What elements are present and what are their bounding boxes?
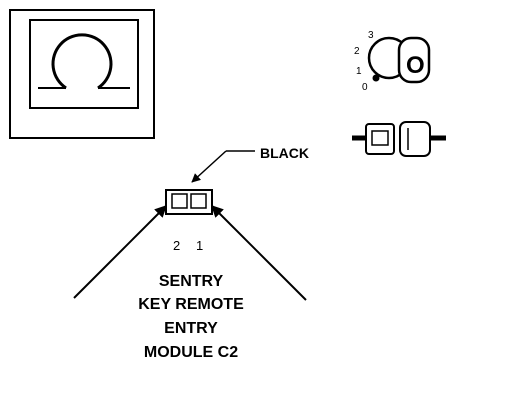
key-glyph: O [406, 52, 425, 79]
ignition-key-icon: 3 2 1 0 O [354, 30, 431, 93]
pin-label-1: 1 [196, 238, 203, 253]
module-name-line-2: KEY REMOTE [138, 296, 244, 313]
cavity-2 [171, 193, 188, 209]
connector-callout: BLACK [191, 145, 309, 183]
locator-circle-icon [38, 33, 130, 90]
leader-arrow-right [211, 205, 307, 301]
locator-inset [9, 9, 155, 139]
module-name-line-1: SENTRY [159, 273, 224, 290]
ignition-pos-1: 1 [356, 66, 362, 77]
module-name: SENTRY KEY REMOTE ENTRY MODULE C2 [138, 273, 244, 361]
module-connector: 2 1 [165, 189, 213, 253]
module-name-line-3: ENTRY [164, 320, 218, 337]
ignition-pos-3: 3 [368, 30, 374, 41]
module-name-line-4: MODULE C2 [144, 344, 238, 361]
ignition-pos-2: 2 [354, 46, 360, 57]
connector-color-label: BLACK [260, 145, 309, 161]
connector-plug-icon [352, 121, 446, 157]
ignition-pos-0: 0 [362, 82, 368, 93]
leader-arrow-left [73, 205, 167, 299]
cavity-1 [190, 193, 207, 209]
inset-frame [9, 9, 155, 139]
pin-label-2: 2 [173, 238, 180, 253]
inset-inner-frame [29, 19, 139, 109]
